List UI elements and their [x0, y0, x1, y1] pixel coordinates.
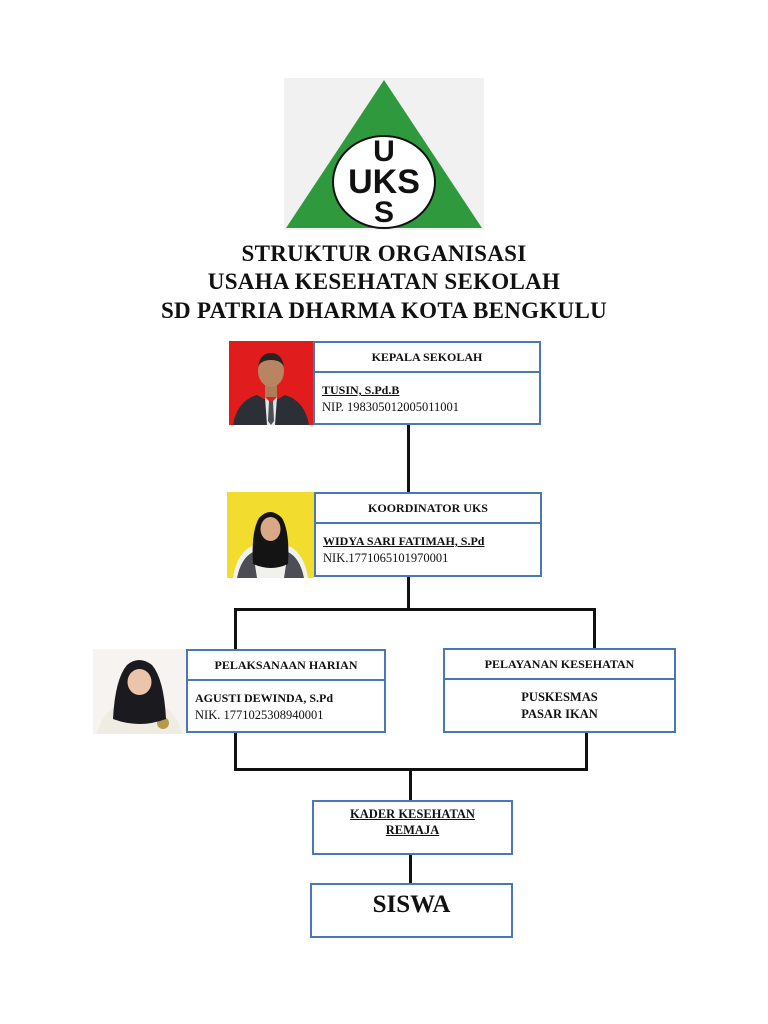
- kader-line-2: REMAJA: [385, 823, 440, 837]
- connector-right-down: [585, 732, 588, 770]
- photo-kepala-sekolah: [229, 341, 313, 425]
- connector-kepala-koordinator: [407, 425, 410, 493]
- connector-to-kader: [409, 768, 412, 801]
- name-kepala-sekolah: TUSIN, S.Pd.B: [322, 383, 400, 397]
- connector-left-branch: [234, 608, 237, 650]
- title-line-3: SD PATRIA DHARMA KOTA BENGKULU: [160, 298, 608, 323]
- connector-branch-top: [234, 608, 596, 611]
- node-siswa: SISWA: [310, 883, 513, 938]
- name-pelaksanaan-harian: AGUSTI DEWINDA, S.Pd: [195, 691, 334, 705]
- pelayanan-line-2: PASAR IKAN: [521, 707, 598, 721]
- connector-kader-siswa: [409, 853, 412, 884]
- node-koordinator-uks: KOORDINATOR UKS WIDYA SARI FATIMAH, S.Pd…: [314, 492, 542, 577]
- node-kepala-sekolah: KEPALA SEKOLAH TUSIN, S.Pd.B NIP. 198305…: [313, 341, 541, 425]
- role-pelaksanaan-harian: PELAKSANAAN HARIAN: [188, 651, 384, 681]
- logo-letter-s: S: [374, 196, 394, 229]
- logo-circle: [332, 135, 436, 229]
- photo-pelaksanaan-harian: [93, 649, 186, 734]
- node-kader-kesehatan-remaja: KADER KESEHATAN REMAJA: [312, 800, 513, 855]
- title-line-2: USAHA KESEHATAN SEKOLAH: [207, 269, 561, 294]
- uks-logo: U UKS S: [284, 78, 484, 230]
- pelayanan-line-1: PUSKESMAS: [521, 690, 598, 704]
- connector-left-down: [234, 732, 237, 770]
- role-koordinator-uks: KOORDINATOR UKS: [316, 494, 540, 524]
- connector-right-branch: [593, 608, 596, 650]
- kader-line-1: KADER KESEHATAN: [350, 807, 475, 821]
- node-pelaksanaan-harian: PELAKSANAAN HARIAN AGUSTI DEWINDA, S.Pd …: [186, 649, 386, 733]
- uks-logo-graphic: U UKS S: [286, 80, 482, 229]
- role-pelayanan-kesehatan: PELAYANAN KESEHATAN: [445, 650, 674, 680]
- title-line-1: STRUKTUR ORGANISASI: [241, 241, 527, 266]
- nip-kepala-sekolah: NIP. 198305012005011001: [322, 400, 460, 414]
- logo-letter-u: U: [373, 135, 395, 168]
- photo-koordinator-uks: [227, 492, 314, 578]
- name-koordinator-uks: WIDYA SARI FATIMAH, S.Pd: [323, 534, 485, 548]
- connector-koordinator-down: [407, 576, 410, 610]
- node-pelayanan-kesehatan: PELAYANAN KESEHATAN PUSKESMAS PASAR IKAN: [443, 648, 676, 733]
- nik-pelaksanaan-harian: NIK. 1771025308940001: [195, 708, 324, 722]
- nik-koordinator-uks: NIK.1771065101970001: [323, 551, 449, 565]
- logo-letters-uks: UKS: [348, 163, 420, 201]
- role-kepala-sekolah: KEPALA SEKOLAH: [315, 343, 539, 373]
- siswa-label: SISWA: [372, 891, 451, 918]
